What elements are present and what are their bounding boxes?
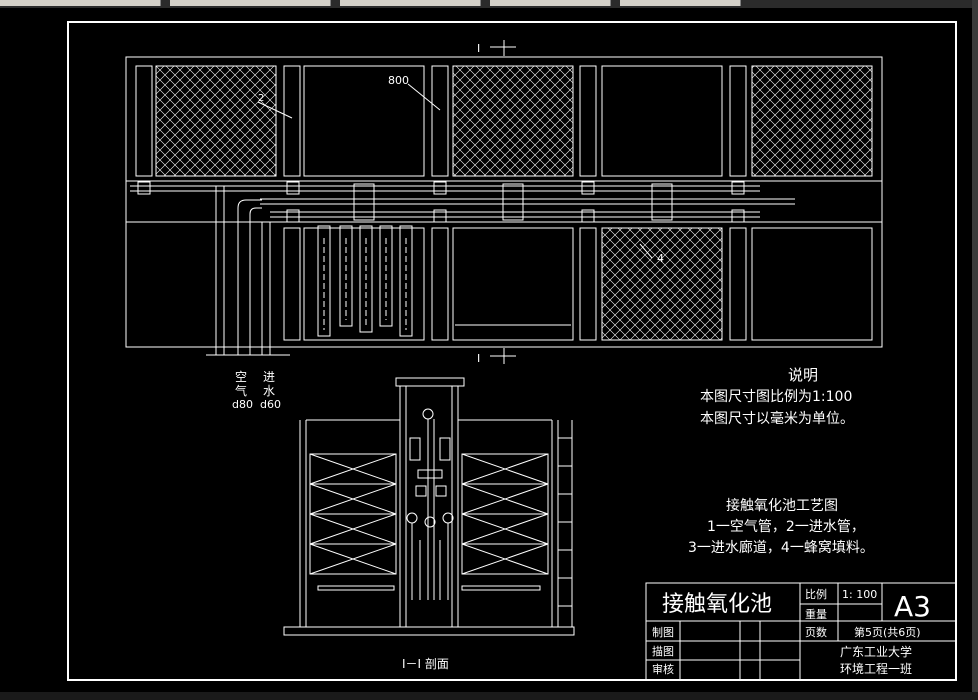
water-pipe-label-2: 水 (263, 384, 275, 398)
drawing-frame (67, 21, 957, 681)
scale-value: 1: 100 (842, 588, 877, 601)
packing-cell (155, 65, 277, 177)
notes-title: 说明 (788, 366, 818, 384)
notes-line-1: 本图尺寸图比例为1:100 (700, 389, 852, 405)
section-caption: I－I 剖面 (402, 657, 449, 671)
callout-4: 4 (657, 252, 664, 265)
class-name: 环境工程一班 (840, 661, 912, 676)
drawn-label: 制图 (652, 626, 674, 639)
diffuser-cell (303, 227, 425, 341)
packing-cell (601, 227, 723, 341)
weight-label: 重量 (805, 607, 827, 621)
legend-title: 接触氧化池工艺图 (726, 497, 838, 514)
empty-cell (452, 227, 574, 341)
checked-label: 审核 (652, 662, 674, 676)
toolbar-tab[interactable] (620, 0, 741, 6)
toolbar-tab[interactable] (490, 0, 611, 6)
page-label: 页数 (805, 626, 827, 639)
toolbar-tab[interactable] (340, 0, 481, 6)
scale-label: 比例 (805, 587, 827, 601)
water-pipe-label-1: 进 (263, 370, 275, 384)
water-pipe-size: d60 (260, 398, 281, 411)
legend-line-1: 1一空气管，2一进水管， (707, 519, 865, 535)
legend-line-2: 3一进水廊道，4一蜂窝填料。 (688, 539, 874, 556)
plan-view (125, 40, 883, 364)
toolbar-tab[interactable] (170, 0, 331, 6)
section-view (283, 377, 575, 636)
title-block (645, 582, 957, 681)
packing-cell (452, 65, 574, 177)
status-bar (0, 692, 978, 700)
empty-cell (303, 65, 425, 177)
school-name: 广东工业大学 (840, 644, 912, 659)
traced-label: 描图 (652, 644, 674, 658)
air-pipe-label-2: 气 (235, 383, 247, 398)
drawing-name: 接触氧化池 (662, 592, 772, 617)
callout-2: 2 (258, 93, 264, 104)
dimension-label: 800 (388, 74, 409, 87)
packing-layers (309, 453, 549, 575)
air-pipe-size: d80 (232, 398, 253, 411)
section-mark-top: I (477, 42, 480, 55)
empty-cell (751, 227, 873, 341)
section-mark-bottom: I (477, 352, 480, 365)
window-top-strip (0, 0, 978, 8)
paper-size: A3 (894, 590, 931, 623)
empty-cell (601, 65, 723, 177)
toolbar-tab[interactable] (0, 0, 161, 6)
notes-line-2: 本图尺寸以毫米为单位。 (700, 410, 854, 427)
vertical-scrollbar[interactable] (972, 0, 978, 700)
air-pipe-label-1: 空 (235, 370, 247, 384)
packing-cell (751, 65, 873, 177)
page-value: 第5页(共6页) (854, 625, 921, 639)
